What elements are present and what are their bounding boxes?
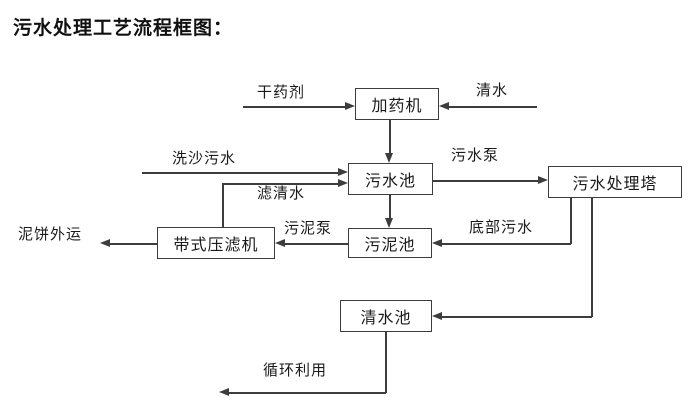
connector-clean-water-line	[449, 106, 537, 108]
label-mud-cake-out: 泥饼外运	[18, 226, 83, 243]
node-clean-water-pool: 清水池	[340, 300, 432, 332]
connector-dry-chemical-line	[243, 106, 345, 108]
connector-recycling-line	[229, 392, 386, 394]
label-clean-water: 清水	[476, 82, 509, 99]
arrow-right-icon	[338, 179, 348, 187]
arrow-right-icon	[338, 168, 348, 176]
connector-mud-cake-line	[110, 243, 157, 245]
arrow-left-icon	[275, 239, 285, 247]
node-sludge-pool: 污泥池	[348, 228, 432, 258]
connector-dosing-to-sewage-line	[389, 120, 391, 154]
connector-sewage-pump-line	[433, 180, 538, 182]
arrow-down-icon	[385, 153, 393, 163]
connector-bottom-sewage-drop	[570, 198, 572, 244]
label-filtered-water: 滤清水	[257, 185, 306, 202]
node-sewage-pool: 污水池	[348, 163, 433, 195]
connector-filtered-water-line	[222, 183, 338, 185]
connector-tower-to-clean-drop	[591, 198, 593, 317]
label-sewage-pump: 污水泵	[451, 147, 500, 164]
node-belt-filter-press: 带式压滤机	[157, 227, 275, 259]
connector-sand-washing-line	[142, 172, 338, 174]
connector-sewage-to-sludge-line	[389, 195, 391, 219]
arrow-left-icon	[432, 312, 442, 320]
connector-tower-to-clean-line	[442, 316, 592, 318]
node-sewage-treatment-tower: 污水处理塔	[548, 166, 682, 198]
arrow-left-icon	[219, 388, 229, 396]
label-recycling: 循环利用	[263, 362, 328, 379]
label-dry-chemical: 干药剂	[257, 84, 306, 101]
arrow-left-icon	[432, 239, 442, 247]
label-sand-washing-sewage: 洗沙污水	[172, 150, 237, 167]
connector-sludge-pump-line	[285, 243, 348, 245]
node-dosing-machine: 加药机	[355, 88, 439, 120]
connector-filtered-water-riser	[222, 183, 224, 227]
label-sludge-pump: 污泥泵	[284, 220, 333, 237]
arrow-left-icon	[439, 102, 449, 110]
arrow-down-icon	[385, 218, 393, 228]
arrow-right-icon	[345, 102, 355, 110]
label-bottom-sewage: 底部污水	[469, 219, 534, 236]
page-title: 污水处理工艺流程框图：	[13, 18, 234, 39]
arrow-left-icon	[100, 239, 110, 247]
connector-bottom-sewage-line	[442, 243, 571, 245]
arrow-right-icon	[538, 176, 548, 184]
connector-clean-pool-drop	[385, 332, 387, 393]
